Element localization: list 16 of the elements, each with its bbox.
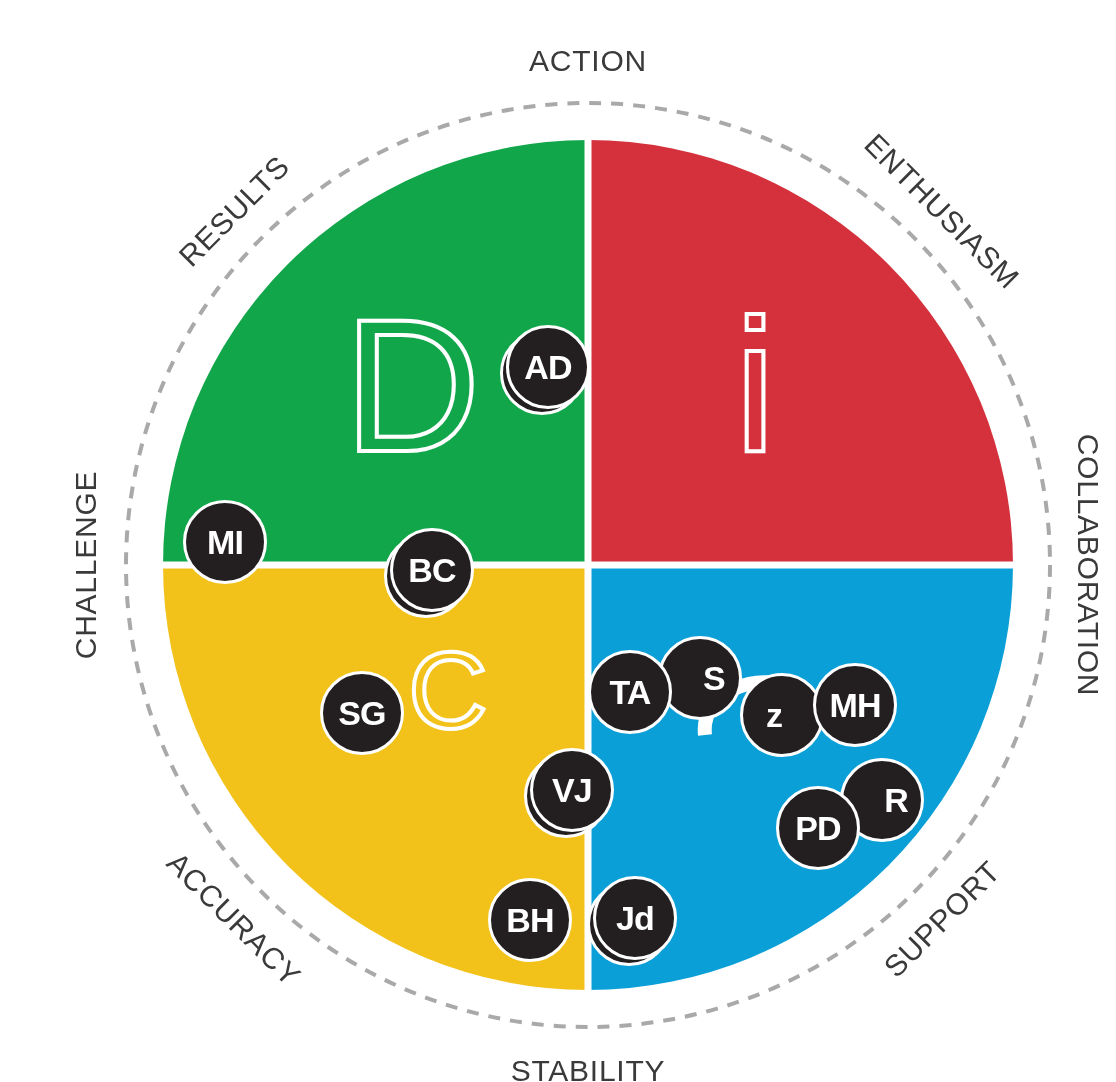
initials: BH (506, 903, 554, 937)
initials: S (703, 661, 725, 695)
initials: z (765, 698, 783, 732)
initials: MH (829, 688, 881, 722)
ring-label: ACTION (529, 42, 647, 79)
initials: R (884, 783, 908, 817)
ring-label: STABILITY (510, 1052, 666, 1082)
initials: TA (609, 675, 651, 709)
initials: SG (338, 696, 386, 730)
ring-label: COLLABORATION (1070, 433, 1106, 697)
initials: PD (795, 811, 841, 845)
quadrant-letter: C (408, 635, 488, 745)
quadrant-letter: i (733, 290, 777, 480)
initials: MI (206, 525, 244, 559)
quadrant-letter: D (343, 290, 481, 480)
ring-label: CHALLENGE (67, 470, 103, 660)
